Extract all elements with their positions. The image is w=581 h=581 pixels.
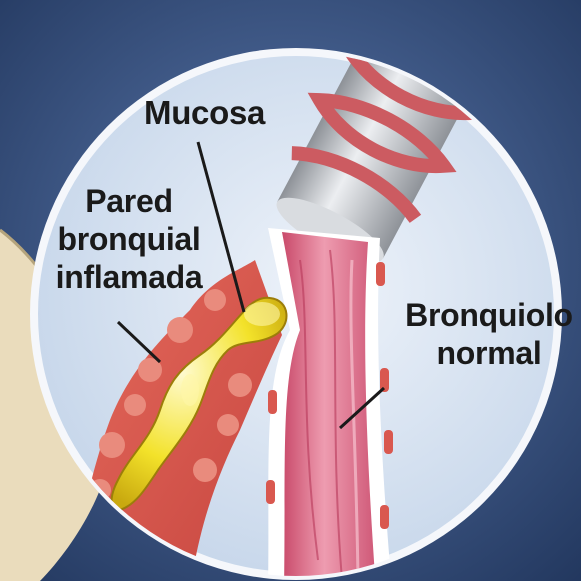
- label-mucosa: Mucosa: [144, 94, 265, 132]
- label-line: Bronquiolo: [400, 296, 578, 334]
- label-line: normal: [400, 334, 578, 372]
- label-inflamed-wall: Pared bronquial inflamada: [40, 182, 218, 296]
- label-line: bronquial: [40, 220, 218, 258]
- label-line: inflamada: [40, 258, 218, 296]
- label-normal-bronchiole: Bronquiolo normal: [400, 296, 578, 372]
- label-line: Pared: [40, 182, 218, 220]
